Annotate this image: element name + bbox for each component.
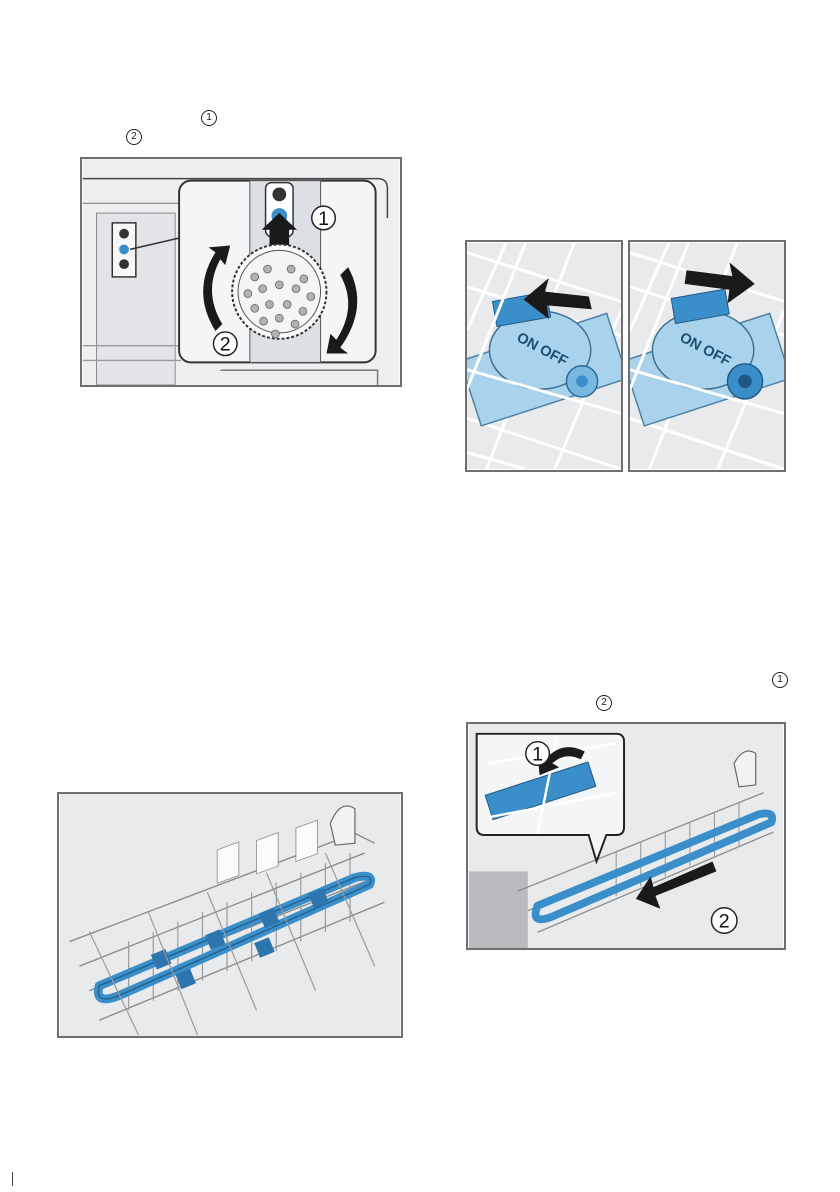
dial-setting-figure: 1 2 <box>80 157 402 387</box>
basket-removal-illustration: 2 1 <box>468 724 784 948</box>
dial-illustration: 1 2 <box>82 159 400 385</box>
callout-2: 2 <box>719 910 730 932</box>
dot-icon <box>119 244 129 254</box>
callout-2: 2 <box>220 334 231 356</box>
basket-installed-figure <box>57 792 403 1038</box>
dot-icon <box>119 259 129 269</box>
callout-1: 1 <box>318 208 329 230</box>
callout-1: 1 <box>532 743 543 765</box>
basket-removal-figure: 2 1 <box>466 722 786 950</box>
switch-off-figure: ON OFF <box>628 240 786 472</box>
switch-on-figure: ON OFF <box>465 240 623 472</box>
switch-on-illustration: ON OFF <box>467 242 621 470</box>
switch-off-illustration: ON OFF <box>630 242 784 470</box>
dot-icon <box>119 229 129 239</box>
step-marker-1: 1 <box>772 672 788 688</box>
step-marker-2: 2 <box>126 129 142 145</box>
step-marker-2: 2 <box>596 695 612 711</box>
basket-illustration <box>59 794 401 1036</box>
page-edge-mark <box>12 1172 13 1186</box>
step-marker-1: 1 <box>201 110 217 126</box>
